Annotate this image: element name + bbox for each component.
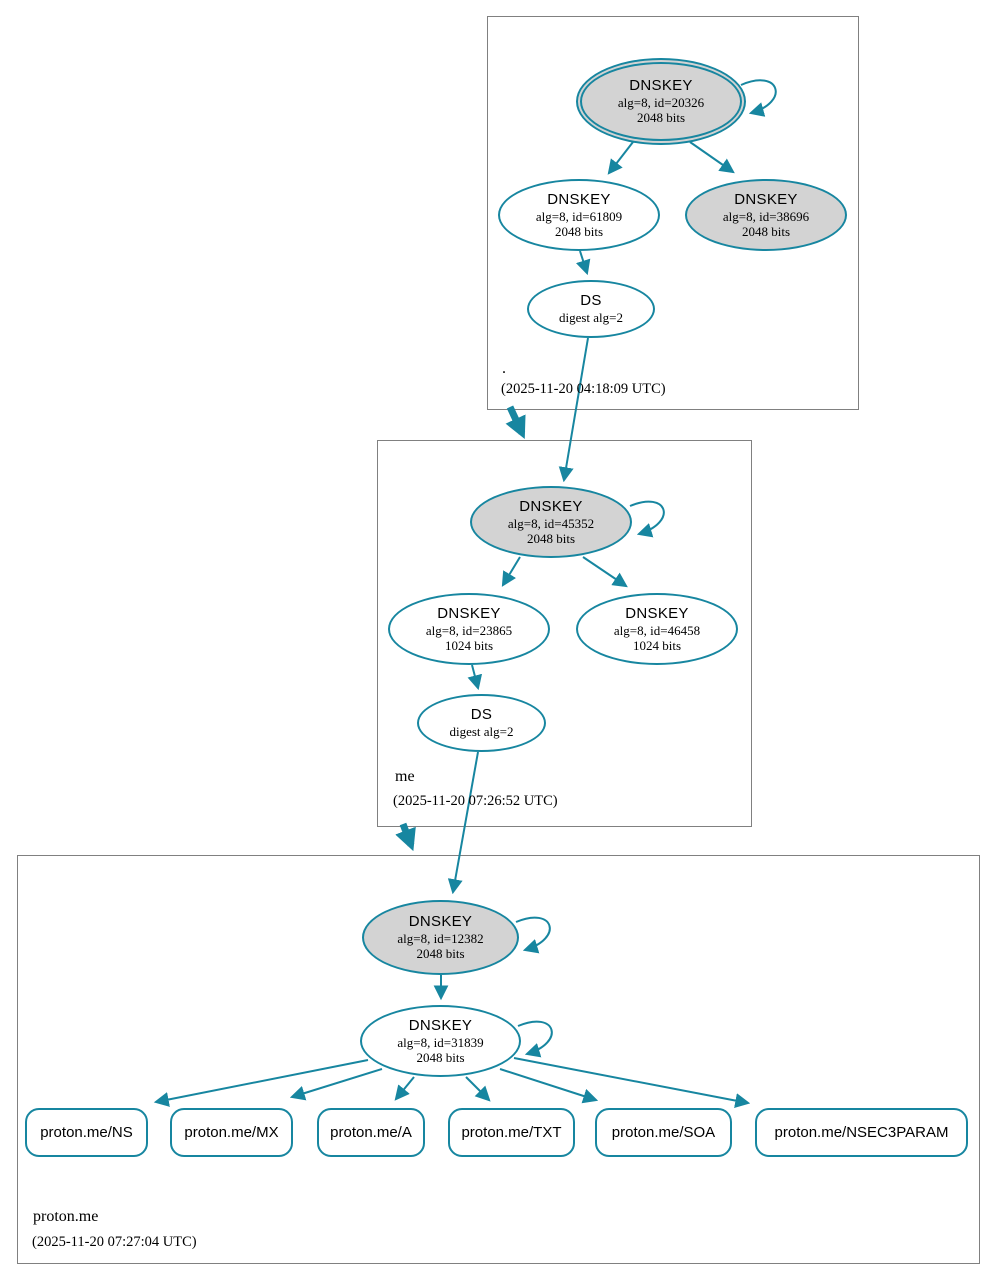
node-detail: alg=8, id=20326 (617, 95, 705, 111)
zone-box-root (487, 16, 859, 410)
node-title: DS (470, 706, 493, 724)
rrset-proton-me-a: proton.me/A (317, 1108, 425, 1157)
edge-dnskey31839-rrset-mx (289, 1068, 383, 1101)
node-title: DNSKEY (437, 604, 501, 622)
rrset-proton-me-nsec3param: proton.me/NSEC3PARAM (755, 1108, 968, 1157)
node-detail: digest alg=2 (449, 724, 514, 740)
rrset-proton-me-soa: proton.me/SOA (595, 1108, 732, 1157)
node-detail: alg=8, id=45352 (507, 515, 595, 531)
node-detail: alg=8, id=31839 (397, 1034, 484, 1050)
node-detail: alg=8, id=46458 (613, 622, 701, 638)
node-bits: 2048 bits (741, 223, 791, 239)
node-bits: 2048 bits (554, 223, 604, 239)
node-dnskey-12382: DNSKEY alg=8, id=12382 2048 bits (362, 900, 519, 975)
edge-delegation-me-proton (395, 822, 416, 852)
node-bits: 2048 bits (636, 110, 686, 126)
node-bits: 2048 bits (526, 530, 576, 546)
zone-timestamp-me: (2025-11-20 07:26:52 UTC) (393, 793, 558, 809)
edge-delegation-root-me (505, 405, 526, 439)
node-dnskey-23865: DNSKEY alg=8, id=23865 1024 bits (388, 593, 550, 665)
node-dnskey-20326: DNSKEY alg=8, id=20326 2048 bits (576, 58, 746, 145)
rrset-proton-me-mx: proton.me/MX (170, 1108, 293, 1157)
node-title: DNSKEY (629, 77, 693, 95)
node-detail: alg=8, id=12382 (397, 931, 484, 947)
node-title: DNSKEY (734, 190, 798, 208)
zone-label-proton-me: proton.me (33, 1208, 99, 1225)
node-detail: alg=8, id=61809 (535, 208, 623, 224)
edge-selfloop-dnskey-45352 (629, 500, 665, 538)
edge-dnskey23865-ds-me (467, 664, 483, 691)
node-title: DNSKEY (408, 1016, 473, 1034)
edge-selfloop-dnskey-20326 (740, 79, 777, 117)
node-title: DNSKEY (625, 604, 689, 622)
node-bits: 2048 bits (416, 946, 465, 962)
node-bits: 1024 bits (444, 637, 494, 653)
zone-timestamp-root: (2025-11-20 04:18:09 UTC) (501, 381, 666, 397)
rrset-proton-me-ns: proton.me/NS (25, 1108, 148, 1157)
node-dnskey-38696: DNSKEY alg=8, id=38696 2048 bits (685, 179, 847, 251)
zone-box-me (377, 440, 752, 827)
edge-dnskey31839-rrset-txt (465, 1076, 491, 1102)
node-title: DNSKEY (547, 190, 611, 208)
node-detail: digest alg=2 (558, 310, 624, 326)
zone-timestamp-proton-me: (2025-11-20 07:27:04 UTC) (32, 1234, 197, 1250)
node-bits: 1024 bits (632, 637, 682, 653)
edge-ds-me-dnskey12382 (447, 751, 479, 895)
edge-dnskey20326-dnskey61809 (607, 141, 634, 175)
node-title: DNSKEY (408, 913, 473, 931)
node-dnskey-46458: DNSKEY alg=8, id=46458 1024 bits (576, 593, 738, 665)
node-detail: alg=8, id=23865 (425, 622, 513, 638)
node-title: DNSKEY (519, 497, 583, 515)
node-dnskey-61809: DNSKEY alg=8, id=61809 2048 bits (498, 179, 660, 251)
edge-dnskey61809-ds-root (575, 250, 591, 276)
edge-dnskey31839-rrset-soa (499, 1068, 599, 1104)
edge-dnskey45352-dnskey46458 (582, 556, 628, 588)
edge-selfloop-dnskey-31839 (517, 1020, 553, 1058)
rrset-proton-me-txt: proton.me/TXT (448, 1108, 575, 1157)
edge-dnskey20326-dnskey38696 (689, 141, 735, 174)
node-detail: alg=8, id=38696 (722, 208, 810, 224)
node-bits: 2048 bits (416, 1049, 465, 1065)
zone-label-root: . (502, 360, 506, 377)
edge-selfloop-dnskey-12382 (515, 916, 551, 954)
zone-label-me: me (395, 768, 415, 785)
node-ds-me: DS digest alg=2 (417, 694, 546, 752)
edge-dnskey31839-rrset-ns (153, 1059, 369, 1107)
node-ds-root: DS digest alg=2 (527, 280, 655, 338)
node-dnskey-45352: DNSKEY alg=8, id=45352 2048 bits (470, 486, 632, 558)
node-dnskey-31839: DNSKEY alg=8, id=31839 2048 bits (360, 1005, 521, 1077)
edge-ds-root-dnskey45352 (558, 337, 589, 483)
node-title: DS (580, 292, 602, 310)
edge-dnskey45352-dnskey23865 (501, 556, 521, 587)
edge-dnskey31839-rrset-nsec3param (513, 1057, 751, 1108)
zone-box-proton-me (17, 855, 980, 1264)
edge-dnskey31839-rrset-a (394, 1076, 415, 1101)
